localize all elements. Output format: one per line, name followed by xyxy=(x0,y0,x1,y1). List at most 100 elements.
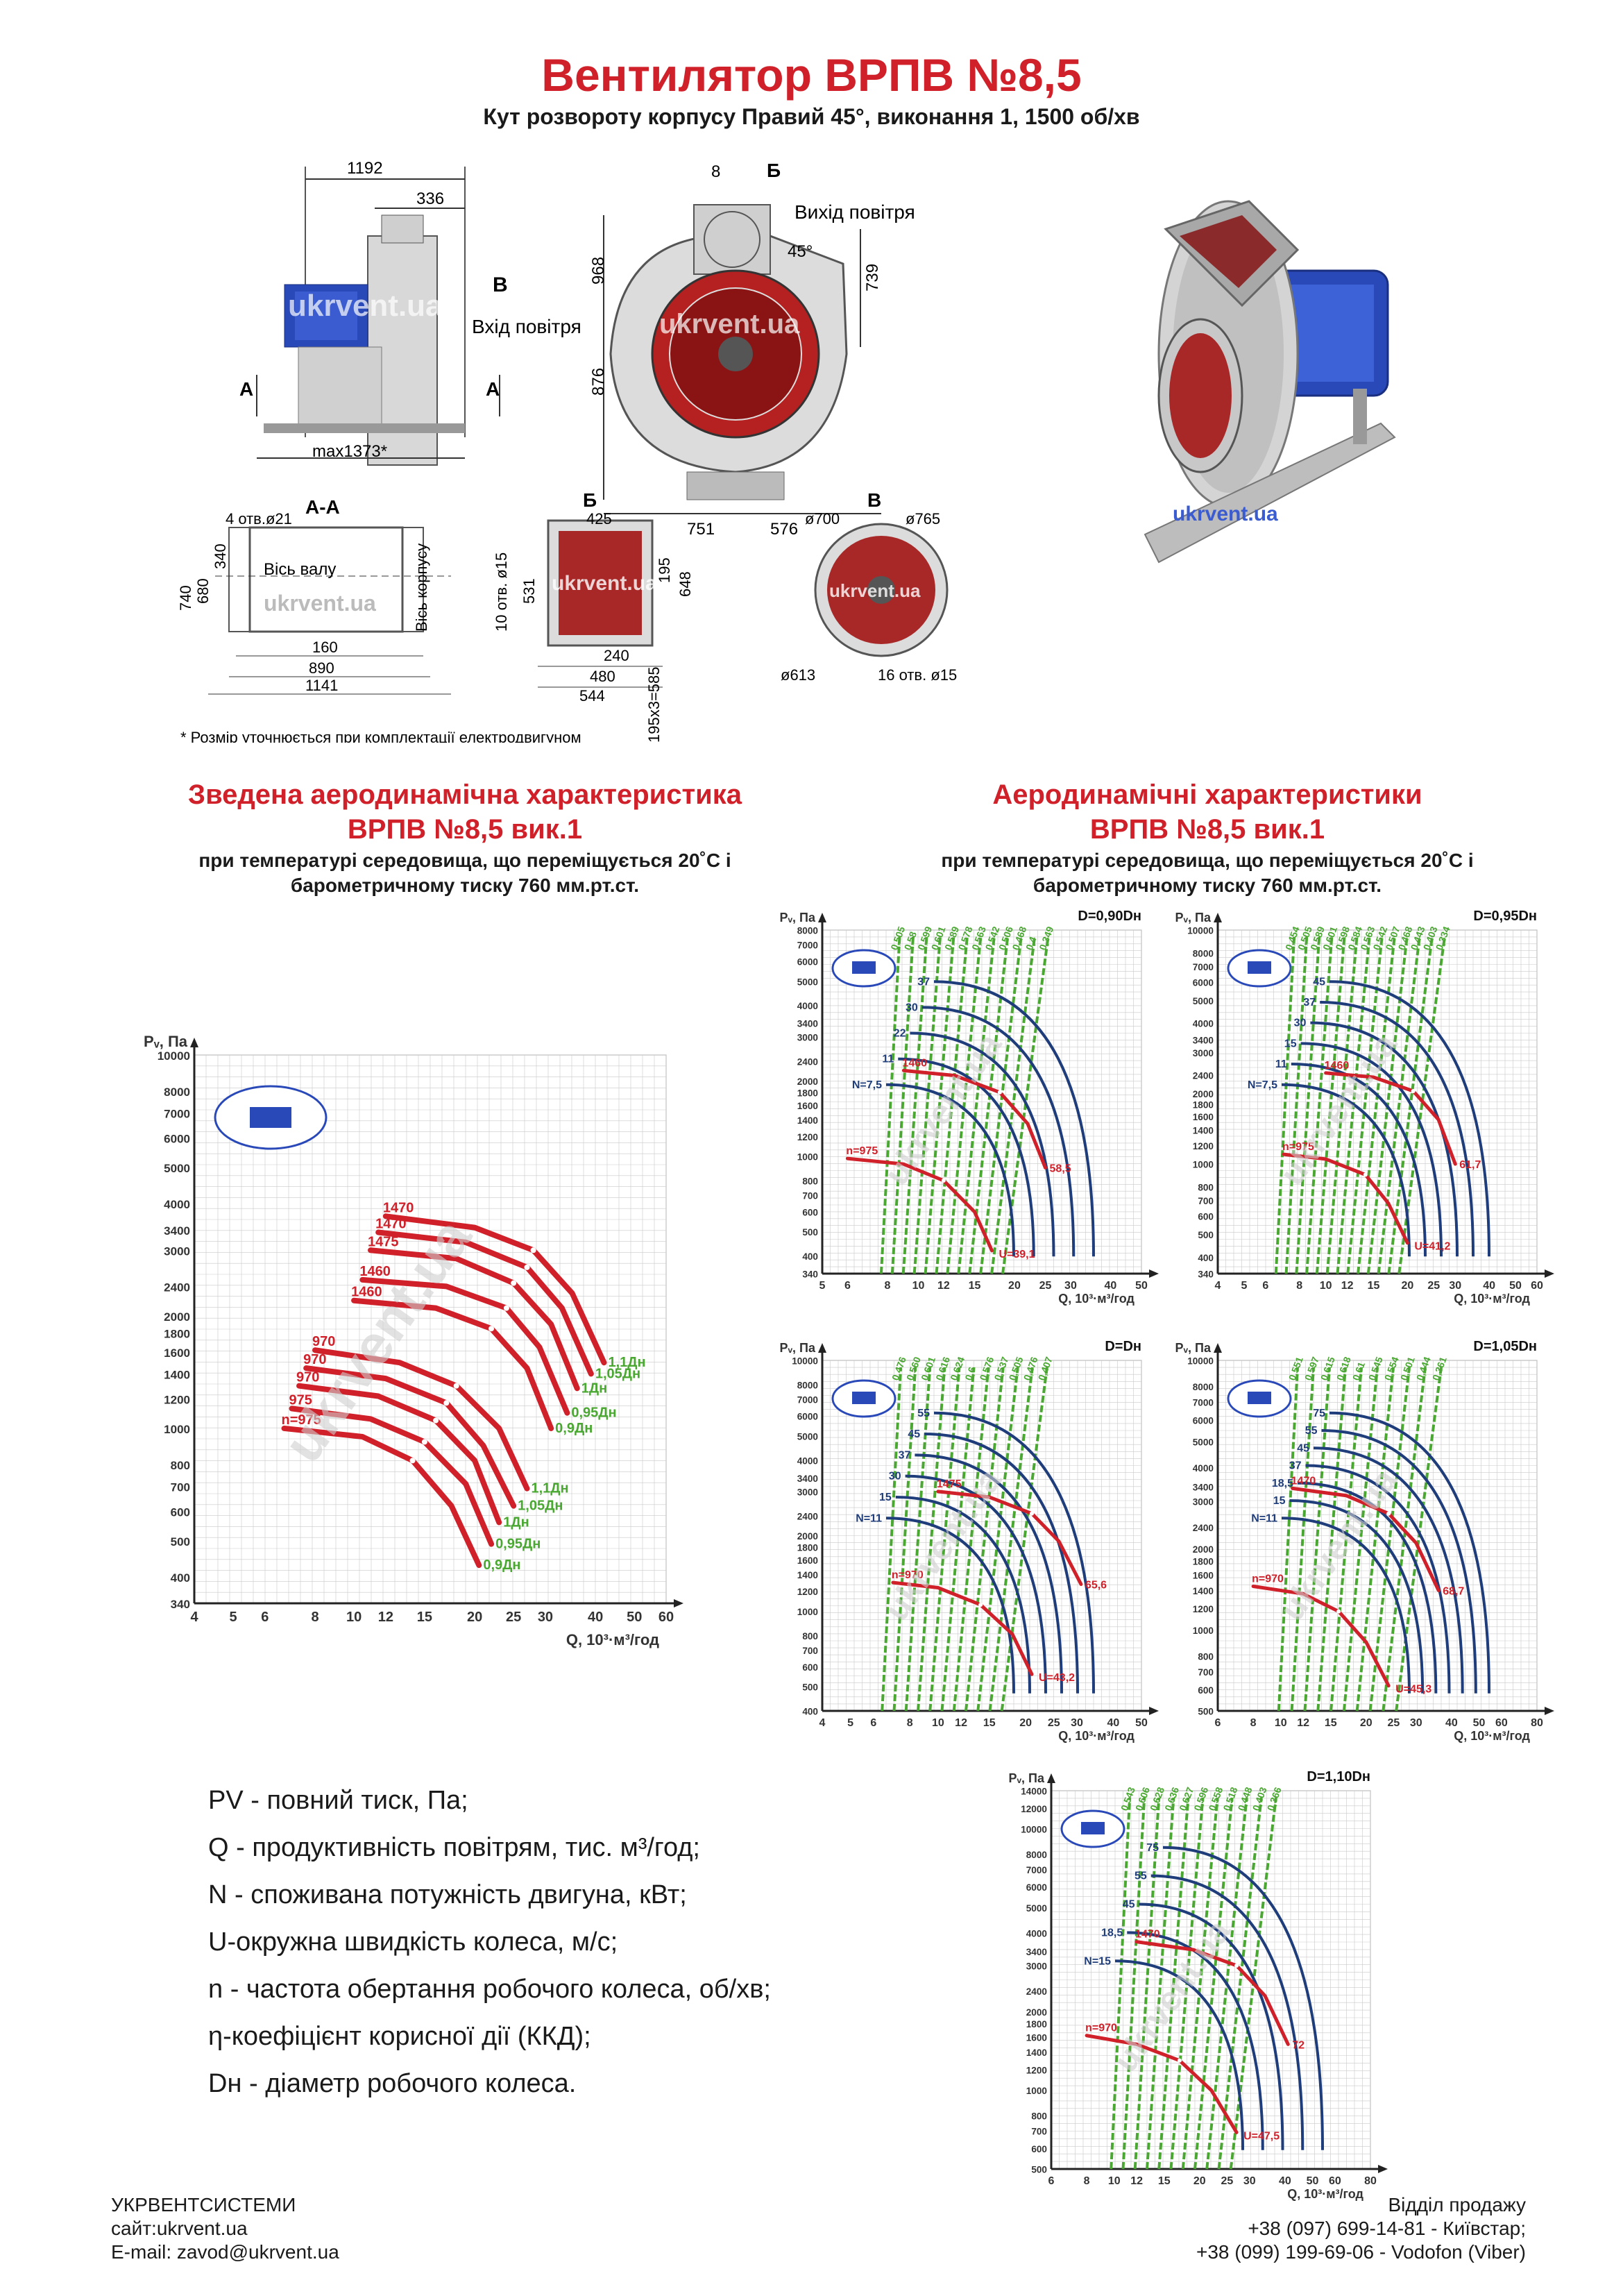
y-tick-label: 6000 xyxy=(797,1412,818,1422)
x-tick-label: 60 xyxy=(1329,2175,1341,2187)
phone-2[interactable]: +38 (099) 199-69-06 - Vodofon (Viber) xyxy=(1196,2241,1526,2263)
y-tick-label: 800 xyxy=(1198,1651,1214,1662)
x-tick-label: 20 xyxy=(1401,1280,1413,1292)
efficiency-ray xyxy=(1274,936,1296,1274)
site-link[interactable]: сайт:ukrvent.ua xyxy=(111,2218,248,2239)
y-tick-label: 3000 xyxy=(1026,1961,1047,1972)
y-tick-label: 700 xyxy=(802,1646,818,1656)
dim-1141: 1141 xyxy=(305,677,338,694)
dim-side-bottom: max1373* xyxy=(312,442,387,461)
y-tick-label: 2000 xyxy=(797,1077,818,1087)
speed-label: 1470 xyxy=(375,1217,407,1232)
y-tick-label: 8000 xyxy=(1193,1382,1214,1392)
y-axis-label: Pᵥ, Па xyxy=(1175,1341,1211,1355)
efficiency-ray xyxy=(1277,1367,1299,1712)
diameter-label: 0,9Дн xyxy=(483,1558,520,1573)
phone-1[interactable]: +38 (097) 699-14-81 - Київстар; xyxy=(1248,2218,1526,2239)
efficiency-label: 0,4 xyxy=(1023,935,1039,952)
watermark-3d: ukrvent.ua xyxy=(1173,503,1278,525)
efficiency-ray xyxy=(1303,1367,1331,1712)
dim-740: 740 xyxy=(177,585,194,611)
series-point xyxy=(941,1178,946,1183)
y-tick-label: 600 xyxy=(1198,1685,1214,1696)
dim-968: 968 xyxy=(589,257,608,285)
series-point xyxy=(997,1090,1002,1095)
efficiency-ray xyxy=(1157,1797,1190,2170)
x-axis-label: Q, 10³·м³/год xyxy=(1058,1729,1135,1743)
y-axis-arrow xyxy=(1214,913,1222,922)
flange-v-drawing xyxy=(814,523,949,657)
detail-title-2: ВРПВ №8,5 вик.1 xyxy=(1089,814,1325,845)
power-end-label: 58,5 xyxy=(1050,1163,1071,1174)
efficiency-ray xyxy=(890,936,915,1274)
power-curve xyxy=(1329,1411,1490,1694)
x-tick-label: 5 xyxy=(819,1280,826,1292)
power-label: 30 xyxy=(889,1471,901,1483)
y-tick-label: 1400 xyxy=(1193,1125,1214,1136)
email-link[interactable]: E-mail: zavod@ukrvent.ua xyxy=(111,2241,339,2263)
series-point xyxy=(1411,1088,1416,1093)
efficiency-ray xyxy=(1110,1797,1132,2170)
x-tick-label: 10 xyxy=(912,1280,925,1292)
y-tick-label: 700 xyxy=(1198,1667,1214,1678)
x-tick-label: 15 xyxy=(1325,1717,1337,1729)
power-label: 18,5 xyxy=(1272,1478,1293,1489)
x-tick-label: 10 xyxy=(1108,2175,1121,2187)
x-tick-label: 15 xyxy=(1158,2175,1171,2187)
power-curve xyxy=(921,1006,1076,1257)
power-curve xyxy=(1162,1846,1324,2150)
power-curve xyxy=(885,1083,1015,1257)
footer-right: Відділ продажу +38 (097) 699-14-81 - Киї… xyxy=(1196,2193,1526,2264)
series-point xyxy=(1234,1963,1239,1968)
y-tick-label: 500 xyxy=(1031,2165,1047,2175)
x-tick-label: 12 xyxy=(937,1280,950,1292)
x-tick-label: 40 xyxy=(1107,1717,1119,1729)
power-curve xyxy=(1289,1499,1425,1694)
series-point xyxy=(524,1264,530,1270)
series-point xyxy=(1363,1172,1368,1177)
section-mark-right: A xyxy=(486,378,500,400)
y-tick-label: 1400 xyxy=(797,1115,818,1126)
x-axis-arrow xyxy=(1545,1707,1554,1715)
company-name: УКРВЕНТСИСТЕМИ xyxy=(111,2194,296,2215)
y-tick-label: 800 xyxy=(802,1176,818,1186)
power-label: 37 xyxy=(899,1449,911,1461)
chart-logo xyxy=(831,1379,897,1418)
power-label: 75 xyxy=(1313,1408,1325,1419)
x-tick-label: 60 xyxy=(1531,1280,1543,1292)
dim-613: ø613 xyxy=(781,666,815,684)
chart-title: D=1,05Dн xyxy=(1473,1339,1537,1354)
x-tick-label: 10 xyxy=(1320,1280,1332,1292)
y-tick-label: 4000 xyxy=(164,1198,190,1211)
y-tick-label: 10000 xyxy=(792,1356,818,1367)
power-curve xyxy=(1300,1042,1443,1257)
power-label: 11 xyxy=(882,1054,894,1065)
x-tick-label: 8 xyxy=(907,1717,913,1729)
y-tick-label: 4000 xyxy=(1193,1463,1214,1474)
y-tick-label: 7000 xyxy=(1193,962,1214,972)
speed-label: 1460 xyxy=(902,1057,927,1069)
efficiency-label: 0,6 xyxy=(962,1365,978,1382)
dim-160: 160 xyxy=(312,639,338,656)
detail-title-1: Аеродинамічні характеристики xyxy=(992,779,1422,810)
speed-label: 1460 xyxy=(359,1264,391,1279)
x-axis-label: Q, 10³·м³/год xyxy=(1454,1729,1530,1743)
y-tick-label: 8000 xyxy=(164,1086,190,1099)
chart-logo xyxy=(1227,1379,1292,1418)
power-label: 15 xyxy=(879,1492,892,1503)
x-tick-label: 30 xyxy=(1064,1280,1077,1292)
x-tick-label: 15 xyxy=(417,1610,432,1625)
y-axis-arrow xyxy=(818,913,826,922)
dim-front-top: 8 xyxy=(711,162,720,181)
y-tick-label: 500 xyxy=(802,1682,818,1693)
y-tick-label: 2400 xyxy=(1026,1986,1047,1997)
x-tick-label: 12 xyxy=(1341,1280,1354,1292)
x-tick-label: 80 xyxy=(1364,2175,1377,2187)
power-curve xyxy=(910,1031,1055,1257)
x-tick-label: 40 xyxy=(1483,1280,1495,1292)
power-curve xyxy=(1281,1517,1411,1694)
x-tick-label: 5 xyxy=(229,1610,237,1625)
efficiency-ray xyxy=(965,1367,1005,1712)
efficiency-ray xyxy=(912,936,942,1274)
chart-logo xyxy=(1060,1809,1125,1848)
